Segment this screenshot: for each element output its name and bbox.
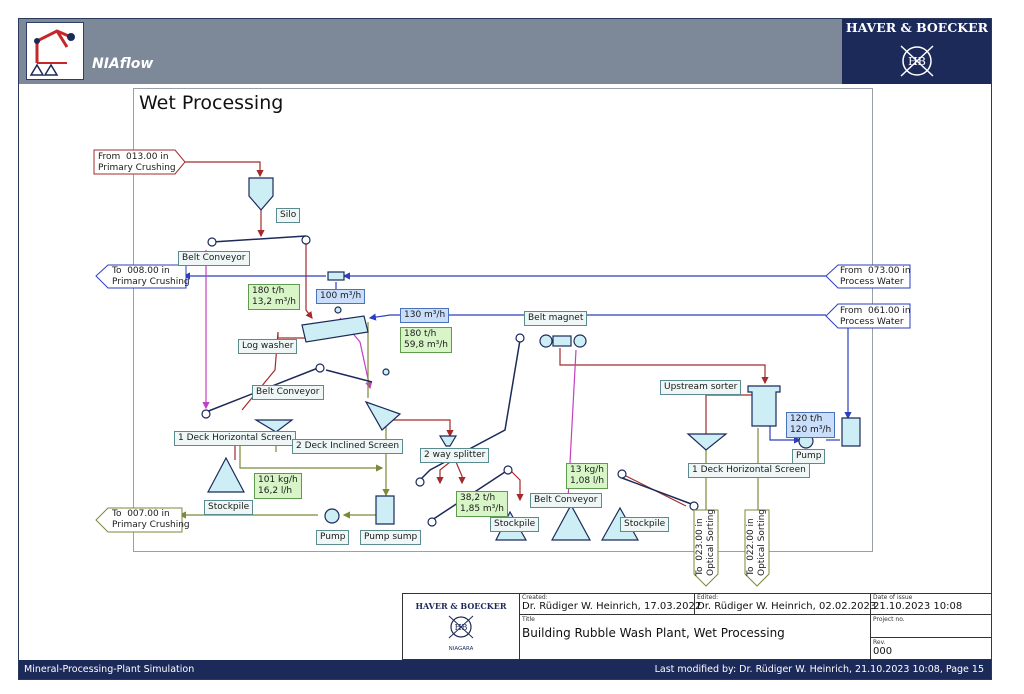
stockpile-1-icon <box>207 456 245 493</box>
connector-to-022 <box>744 509 770 587</box>
brand-panel: HB <box>842 18 992 84</box>
footer-bar <box>18 660 992 680</box>
connector-from-013-label: From 013.00 in Primary Crushing <box>98 152 176 173</box>
title-block-company: HAVER & BOECKER <box>415 601 507 611</box>
horizontal-screen-2-icon <box>686 433 728 451</box>
label-belt-magnet: Belt magnet <box>524 311 588 326</box>
label-horizontal-screen-1: 1 Deck Horizontal Screen <box>174 431 296 446</box>
label-belt-conveyor-1: Belt Conveyor <box>178 251 250 266</box>
connector-to-023-label: To 023.00 in Optical Sorting <box>695 508 716 576</box>
label-upstream-sorter: Upstream sorter <box>660 380 742 395</box>
connector-shapes <box>93 149 186 175</box>
water-box-1: 100 m³/h <box>316 289 366 304</box>
svg-text:HB: HB <box>455 623 468 632</box>
svg-text:HB: HB <box>908 55 926 68</box>
label-pump-2: Pump <box>792 449 826 464</box>
app-name: NIAflow <box>92 56 154 72</box>
footer-left-text: Mineral-Processing-Plant Simulation <box>24 664 195 675</box>
rev-label: Rev. <box>873 639 886 646</box>
edited-label: Edited: <box>697 594 719 601</box>
footer-right-text: Last modified by: Dr. Rüdiger W. Heinric… <box>654 664 984 675</box>
magnet-roller-left-icon <box>539 334 553 348</box>
water-meter-1-icon <box>334 306 342 314</box>
magnet-roller-right-icon <box>573 334 587 348</box>
label-silo: Silo <box>276 208 301 223</box>
label-pump-1: Pump <box>316 530 350 545</box>
rev-value: 000 <box>873 646 893 657</box>
connector-to-022-label: To 022.00 in Optical Sorting <box>746 508 767 576</box>
haver-emblem-icon: HB <box>900 45 934 77</box>
flow-box-4: 38,2 t/h 1,85 m³/h <box>456 491 509 517</box>
niaflow-logo-icon <box>26 22 84 80</box>
log-washer-icon <box>301 315 369 343</box>
connector-from-013 <box>93 149 186 175</box>
inclined-screen-icon <box>364 400 402 431</box>
upstream-sorter-icon <box>747 385 781 427</box>
label-stockpile-1: Stockpile <box>204 500 254 515</box>
label-belt-conveyor-3: Belt Conveyor <box>530 493 602 508</box>
connector-to-023 <box>693 509 719 587</box>
connector-to-008 <box>95 264 187 289</box>
label-stockpile-3: Stockpile <box>620 517 670 532</box>
created-value: Dr. Rüdiger W. Heinrich, 17.03.2022 <box>522 601 702 612</box>
splitter-icon <box>438 435 458 447</box>
issue-value: 21.10.2023 10:08 <box>873 601 963 612</box>
connector-to-007 <box>95 507 183 533</box>
water-meter-2-icon <box>382 368 390 376</box>
stockpile-3-icon <box>550 503 592 541</box>
document-title: Building Rubble Wash Plant, Wet Processi… <box>522 626 785 640</box>
flow-box-2: 180 t/h 59,8 m³/h <box>400 327 453 353</box>
label-pump-sump: Pump sump <box>360 530 422 545</box>
connector-from-073 <box>825 264 911 289</box>
silo-icon <box>248 177 274 211</box>
pump-1-icon <box>324 508 340 524</box>
belt-magnet-icon <box>552 335 572 347</box>
issue-label: Date of issue <box>873 594 913 601</box>
connector-from-061-label: From 061.00 in Process Water <box>840 306 911 327</box>
belt-rollers <box>201 235 699 527</box>
label-horizontal-screen-2: 1 Deck Horizontal Screen <box>688 463 810 478</box>
label-belt-conveyor-2: Belt Conveyor <box>252 385 324 400</box>
flow-box-3: 101 kg/h 16,2 l/h <box>254 473 302 499</box>
label-inclined-screen: 2 Deck Inclined Screen <box>292 439 404 454</box>
equipment <box>207 177 861 541</box>
water-box-3: 120 t/h 120 m³/h <box>786 412 836 438</box>
edited-value: Dr. Rüdiger W. Heinrich, 02.02.2023 <box>697 601 877 612</box>
title-label: Title <box>522 616 535 623</box>
company-name: HAVER & BOECKER <box>845 20 989 35</box>
label-log-washer: Log washer <box>238 339 298 354</box>
sump-right-icon <box>841 417 861 447</box>
app-header <box>18 18 842 84</box>
project-label: Project no. <box>873 616 905 623</box>
flow-box-1: 180 t/h 13,2 m³/h <box>248 284 301 310</box>
diagram-title: Wet Processing <box>139 92 284 114</box>
material-lines <box>185 161 769 507</box>
connector-to-008-label: To 008.00 in Primary Crushing <box>112 266 190 287</box>
title-block-location: NIAGARA <box>448 646 474 652</box>
pump-sump-icon <box>375 495 395 525</box>
connector-from-061 <box>825 303 911 329</box>
label-splitter: 2 way splitter <box>420 448 490 463</box>
water-box-2: 130 m³/h <box>400 308 450 323</box>
connector-from-073-label: From 073.00 in Process Water <box>840 266 911 287</box>
label-stockpile-2: Stockpile <box>490 517 540 532</box>
title-block-emblem-icon: HB <box>448 615 474 639</box>
created-label: Created: <box>522 594 548 601</box>
connector-to-007-label: To 007.00 in Primary Crushing <box>112 509 190 530</box>
valve-icon <box>327 271 345 281</box>
flow-box-5: 13 kg/h 1,08 l/h <box>566 463 609 489</box>
horizontal-screen-1-icon <box>253 419 294 433</box>
